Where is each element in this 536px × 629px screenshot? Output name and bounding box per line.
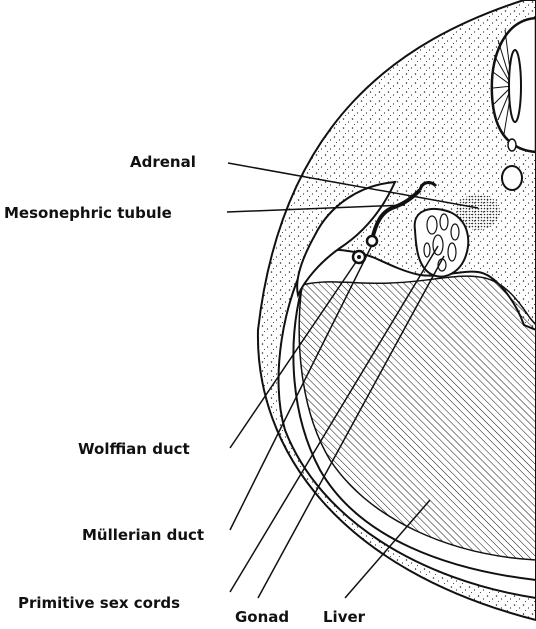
label-liver: Liver — [323, 608, 366, 626]
label-adrenal: Adrenal — [130, 153, 196, 171]
label-primitive-sex-cords: Primitive sex cords — [18, 594, 180, 612]
vessel-aorta — [502, 166, 522, 190]
label-gonad: Gonad — [235, 608, 289, 626]
adrenal — [456, 194, 500, 230]
label-mullerian-duct: Müllerian duct — [82, 526, 204, 544]
vessel-small — [508, 139, 516, 151]
label-mesonephric-tubule: Mesonephric tubule — [4, 204, 172, 222]
label-wolffian-duct: Wolffian duct — [78, 440, 190, 458]
tubule-bulb — [367, 236, 377, 246]
